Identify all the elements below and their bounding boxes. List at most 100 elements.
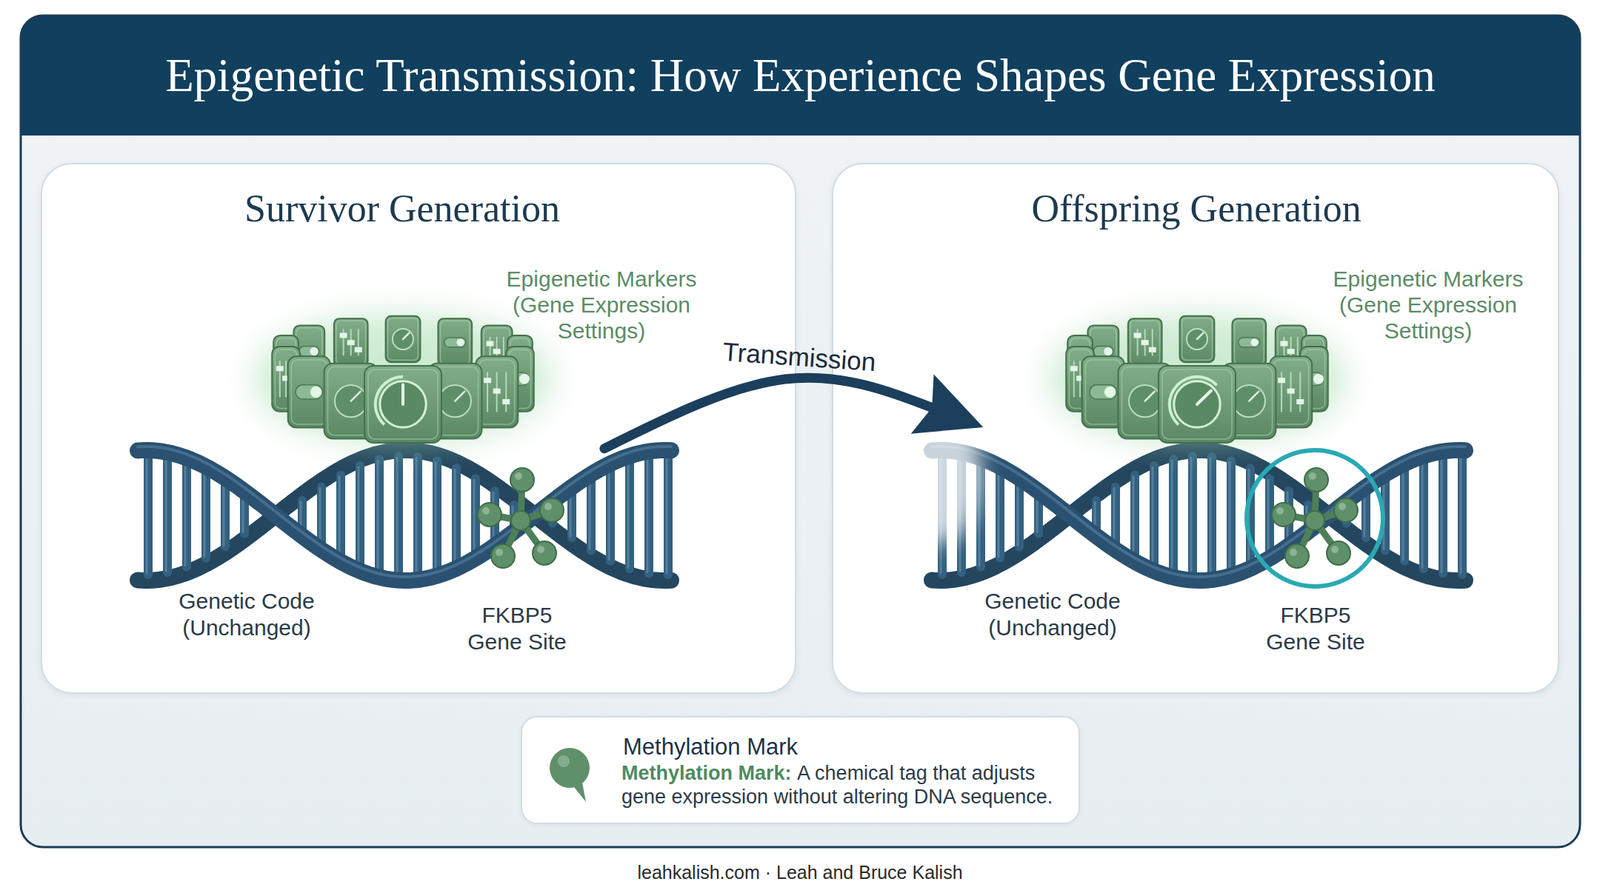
toggle-knob <box>456 338 464 346</box>
pin-highlight <box>557 755 570 768</box>
toggle-knob <box>1250 338 1258 346</box>
tile-face <box>431 367 478 436</box>
methyl-bond <box>1283 514 1315 521</box>
slider-handle <box>1082 385 1090 392</box>
methyl-bond <box>1314 480 1317 521</box>
panel-heading: Offspring Generation <box>937 185 1456 232</box>
tile-face <box>1121 367 1168 436</box>
slider-handle <box>493 348 501 355</box>
dna-rung-highlight <box>1094 502 1097 529</box>
tile-face <box>1225 367 1272 436</box>
gene-site-label: FKBP5 Gene Site <box>1260 602 1372 656</box>
setting-tile <box>428 363 482 440</box>
dna-rung <box>995 472 1005 558</box>
methyl-shine <box>1289 548 1298 557</box>
setting-tile <box>1158 365 1236 443</box>
legend-text: Methylation Mark <box>622 734 798 761</box>
tile-body <box>385 316 421 363</box>
panel-heading: Survivor Generation <box>142 185 662 232</box>
dial <box>1174 381 1220 428</box>
tile-body <box>1082 356 1125 428</box>
slider-handle <box>1148 347 1157 353</box>
toggle <box>1093 346 1114 358</box>
transmission-arrow <box>604 377 935 449</box>
methyl-ball <box>477 502 502 527</box>
methyl-shine <box>514 472 523 480</box>
legend-swatch-svg <box>537 735 597 810</box>
setting-tile <box>475 356 518 428</box>
slider-handle <box>483 377 492 383</box>
toggle <box>1238 337 1260 348</box>
slider-track <box>488 337 491 366</box>
dna-rung <box>1419 462 1429 570</box>
dna-rung <box>1438 457 1448 575</box>
slider-handle <box>1287 388 1295 395</box>
dna-rung-highlight <box>1305 506 1309 525</box>
tile-face <box>276 338 296 392</box>
dna-rung <box>451 468 461 563</box>
dna-rung-highlight <box>1344 508 1347 523</box>
dna-rung-highlight <box>396 457 399 573</box>
knob-indicator <box>1248 391 1259 402</box>
methyl-bond <box>1297 520 1315 557</box>
survivor-illustration <box>137 314 672 581</box>
setting-tile <box>1301 335 1327 395</box>
methyl-shine <box>537 545 545 554</box>
methyl-bond <box>502 520 521 557</box>
dna-rung <box>432 460 442 570</box>
dna-strand-highlight <box>137 446 672 578</box>
methyl-shine <box>1338 502 1346 511</box>
setting-tile <box>1300 346 1329 412</box>
toggle <box>444 337 466 348</box>
connectors <box>604 377 935 449</box>
dna-rung-highlight <box>473 480 476 552</box>
methyl-bond <box>1314 520 1339 554</box>
toggle <box>299 346 320 358</box>
toggle-knob <box>310 386 322 398</box>
slider-handle <box>1134 332 1142 338</box>
dna-rung-highlight <box>492 492 495 539</box>
knob-indicator <box>351 391 361 402</box>
slider-track <box>1151 328 1154 356</box>
setting-tile <box>1231 318 1266 366</box>
dial-indicator <box>1197 391 1212 405</box>
dna-rung-highlight <box>165 460 168 572</box>
dna-rung-highlight <box>665 457 669 574</box>
methyl-ball <box>510 468 535 492</box>
setting-tile <box>1087 325 1119 378</box>
knob-indicator <box>1145 391 1155 402</box>
dna-rung <box>143 456 153 575</box>
dna-rung <box>509 505 519 526</box>
methyl-bond <box>1314 510 1346 521</box>
dna-rung <box>1284 491 1294 540</box>
dna-rung <box>1245 468 1255 563</box>
dial <box>380 381 426 428</box>
dna-rung-highlight <box>1363 494 1366 537</box>
tile-face <box>1273 360 1309 425</box>
dna-rung-highlight <box>997 474 1000 557</box>
setting-tile <box>1275 325 1307 378</box>
slider-track <box>1290 337 1292 366</box>
dna-rung-highlight <box>300 502 303 529</box>
toggle-knob <box>1104 386 1116 398</box>
slider-track <box>1073 360 1075 398</box>
methyl-shine <box>1276 507 1284 515</box>
tile-body <box>1301 335 1327 395</box>
dna-rung-highlight <box>1228 462 1232 569</box>
slider-track <box>357 328 360 356</box>
dna-rung-highlight <box>1132 476 1135 555</box>
marker-glow <box>254 314 552 445</box>
dna-rung <box>1034 497 1043 535</box>
dna-rung-highlight <box>1267 480 1270 552</box>
toggle-knob <box>519 374 530 385</box>
slider-handle <box>1280 341 1288 347</box>
slider-handle <box>1141 340 1149 346</box>
dna-strand-front <box>137 450 672 581</box>
tile-body <box>1118 363 1172 440</box>
dna-rung <box>1014 484 1024 548</box>
tile-face <box>508 349 531 409</box>
dna-label: Genetic Code (Unchanged) <box>974 588 1131 642</box>
dna-rung <box>355 465 365 566</box>
toggle <box>511 372 529 386</box>
